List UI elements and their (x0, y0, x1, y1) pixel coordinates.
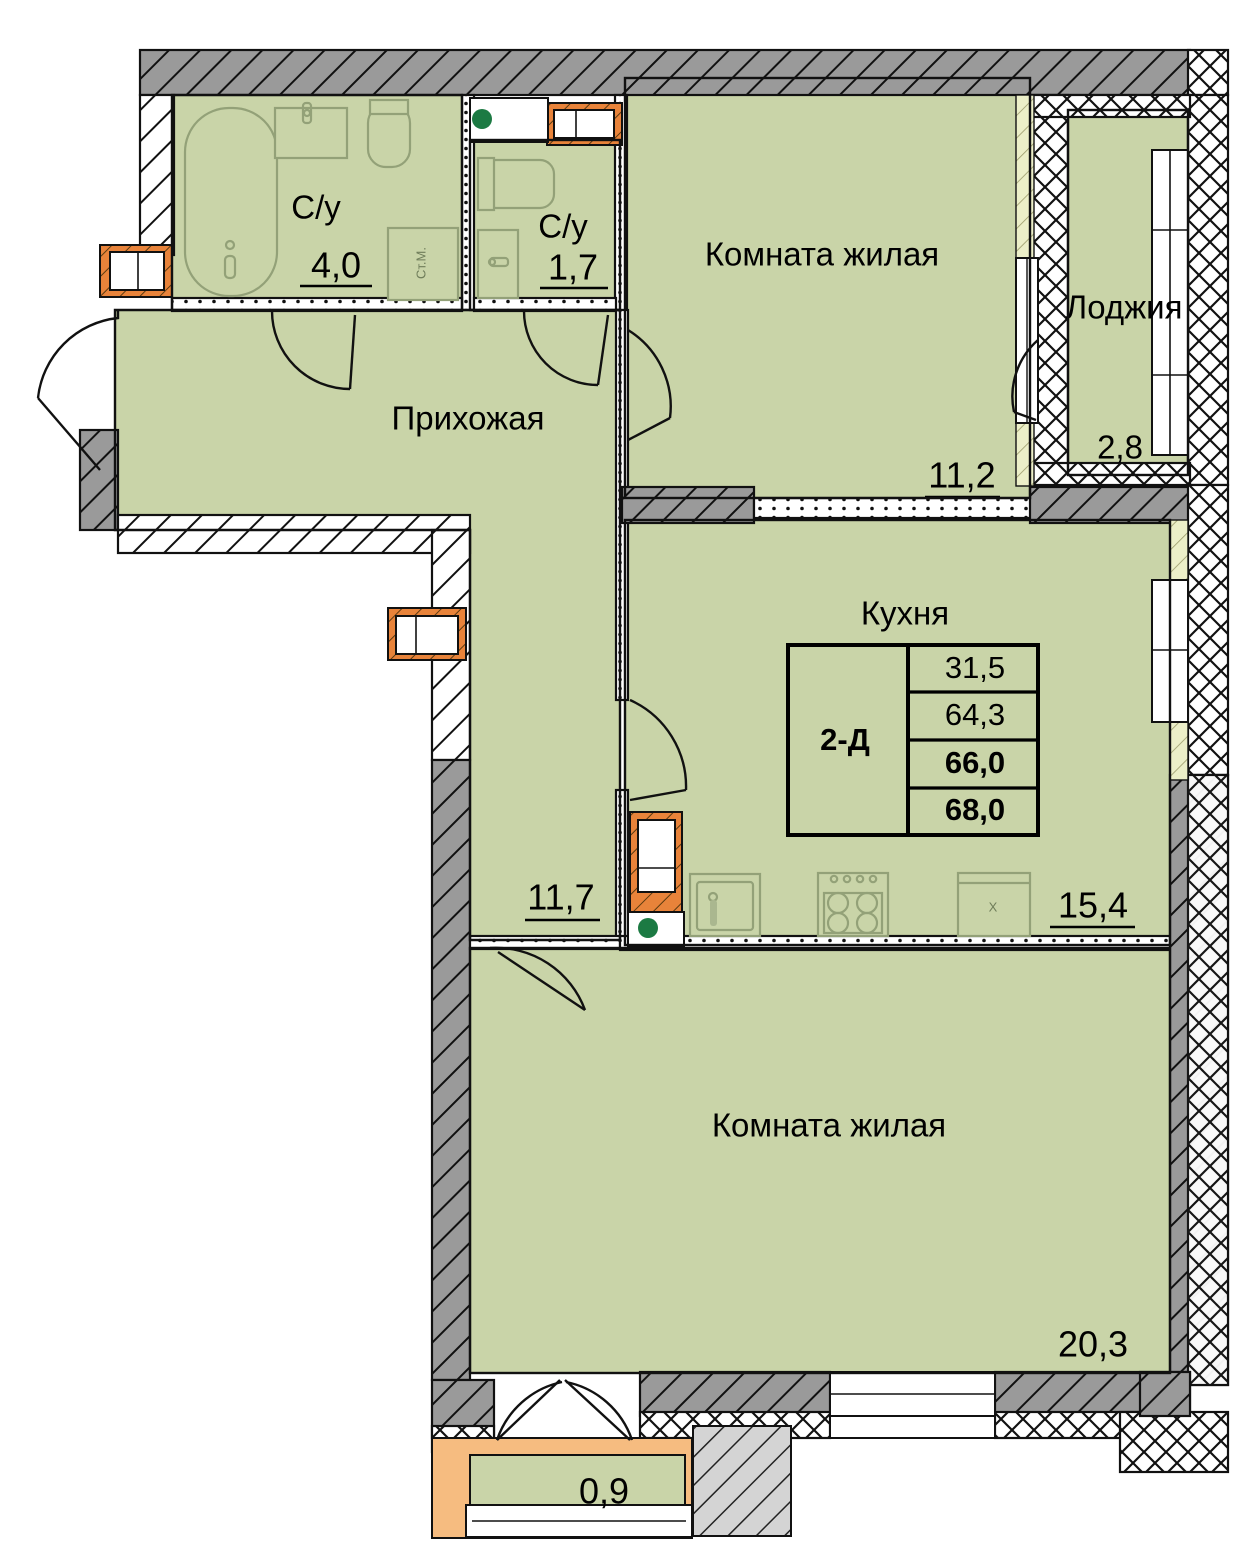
kitchen-sink (688, 872, 762, 938)
door-bathroom-wc (522, 310, 599, 387)
toilet-wc (476, 156, 556, 212)
wall-right-facade-mid (1186, 483, 1230, 777)
glazing-loggia-door (1015, 257, 1039, 424)
wall-lr1-kitchen-partition (752, 496, 1066, 520)
area-balcony: 0,9 (579, 1471, 629, 1512)
window-bathroom-left (99, 244, 173, 298)
washing-machine (386, 226, 460, 302)
legend-code: 2-Д (820, 722, 870, 757)
bathtub (183, 106, 279, 298)
label-kitchen: Кухня (861, 595, 949, 632)
label-bathroom-wc: С/у (538, 208, 588, 245)
label-fridge: X (989, 899, 998, 914)
door-entrance (36, 310, 120, 399)
window-corridor-left (387, 607, 467, 661)
legend-value-2: 64,3 (945, 697, 1005, 732)
shaft-bottom (692, 1425, 792, 1537)
room-labels: С/у 4,0 С/у 1,7 Прихожая 11,7 Комната жи… (291, 189, 1182, 1512)
fixtures (183, 98, 1032, 938)
window-corridor-kitchen (629, 811, 683, 917)
window-wc-top (546, 102, 623, 146)
glazing-lr2-bottom (829, 1371, 996, 1439)
vent-dots-front (472, 109, 658, 938)
door-swings (36, 310, 1039, 1441)
area-living-room-2: 20,3 (1058, 1324, 1128, 1365)
legend-value-4: 68,0 (945, 792, 1005, 827)
door-kitchen (629, 698, 688, 791)
sink-wc (476, 228, 520, 300)
floor-living-room-2 (470, 948, 1170, 1373)
wall-lr1-kitchen-concrete-right (1028, 485, 1192, 525)
insulation-kitchen-right (1169, 519, 1189, 581)
insulation-kitchen-right-2 (1169, 721, 1189, 781)
insulation-lr1-loggia-top (1015, 94, 1035, 261)
area-loggia: 2,8 (1097, 429, 1143, 466)
kitchen-stove (816, 871, 890, 938)
wall-corridor-left-concrete (430, 758, 472, 1382)
appliance-labels: Ст.М. X (413, 247, 997, 914)
door-balcony-left (496, 1379, 561, 1441)
legend-table: 2-Д 31,5 64,3 66,0 68,0 (786, 643, 1040, 837)
wall-bottom-far-right (1118, 1410, 1230, 1474)
door-living-room-1 (627, 328, 672, 419)
toilet-bathroom-main (366, 98, 412, 169)
wall-right-facade-top (1186, 93, 1230, 487)
insulation-lr1-loggia-bot (1015, 419, 1035, 487)
label-living-room-2: Комната жилая (712, 1107, 946, 1144)
door-loggia (1011, 339, 1039, 413)
floor-living-room-1 (625, 78, 1030, 498)
label-hallway: Прихожая (392, 400, 545, 437)
label-living-room-1: Комната жилая (705, 236, 939, 273)
walls (78, 48, 1230, 1474)
sink-bathroom (273, 101, 349, 160)
wall-loggia-top (1028, 93, 1192, 119)
wall-left-brick (138, 93, 176, 257)
wall-right-exterior-cross (1186, 773, 1230, 1387)
door-bathroom-main (270, 310, 351, 391)
room-outlines (113, 76, 1190, 1375)
door-balcony-right (564, 1379, 631, 1441)
wall-bottom-far-right-concrete (1138, 1370, 1192, 1418)
area-bathroom-main: 4,0 (311, 245, 361, 286)
windows (99, 102, 683, 917)
wall-lr1-kitchen-concrete (620, 485, 756, 525)
label-washing-machine: Ст.М. (413, 247, 428, 279)
area-living-room-1: 11,2 (928, 455, 995, 496)
label-bathroom-main: С/у (291, 189, 341, 226)
wall-top-right-facade (1186, 48, 1230, 97)
legend-value-3: 66,0 (945, 745, 1005, 780)
wall-left-concrete-jamb (78, 428, 120, 532)
area-hallway: 11,7 (527, 877, 594, 918)
shafts (692, 1425, 792, 1537)
area-bathroom-wc: 1,7 (548, 247, 598, 288)
fridge (956, 871, 1032, 938)
label-loggia: Лоджия (1066, 289, 1183, 326)
wall-top-exterior (138, 48, 1192, 97)
legend-value-1: 31,5 (945, 650, 1005, 685)
floor-hallway (115, 310, 620, 940)
area-kitchen: 15,4 (1058, 885, 1128, 926)
wall-bottom-lr2-mid (638, 1370, 832, 1418)
wall-hall-bottom (116, 513, 472, 555)
